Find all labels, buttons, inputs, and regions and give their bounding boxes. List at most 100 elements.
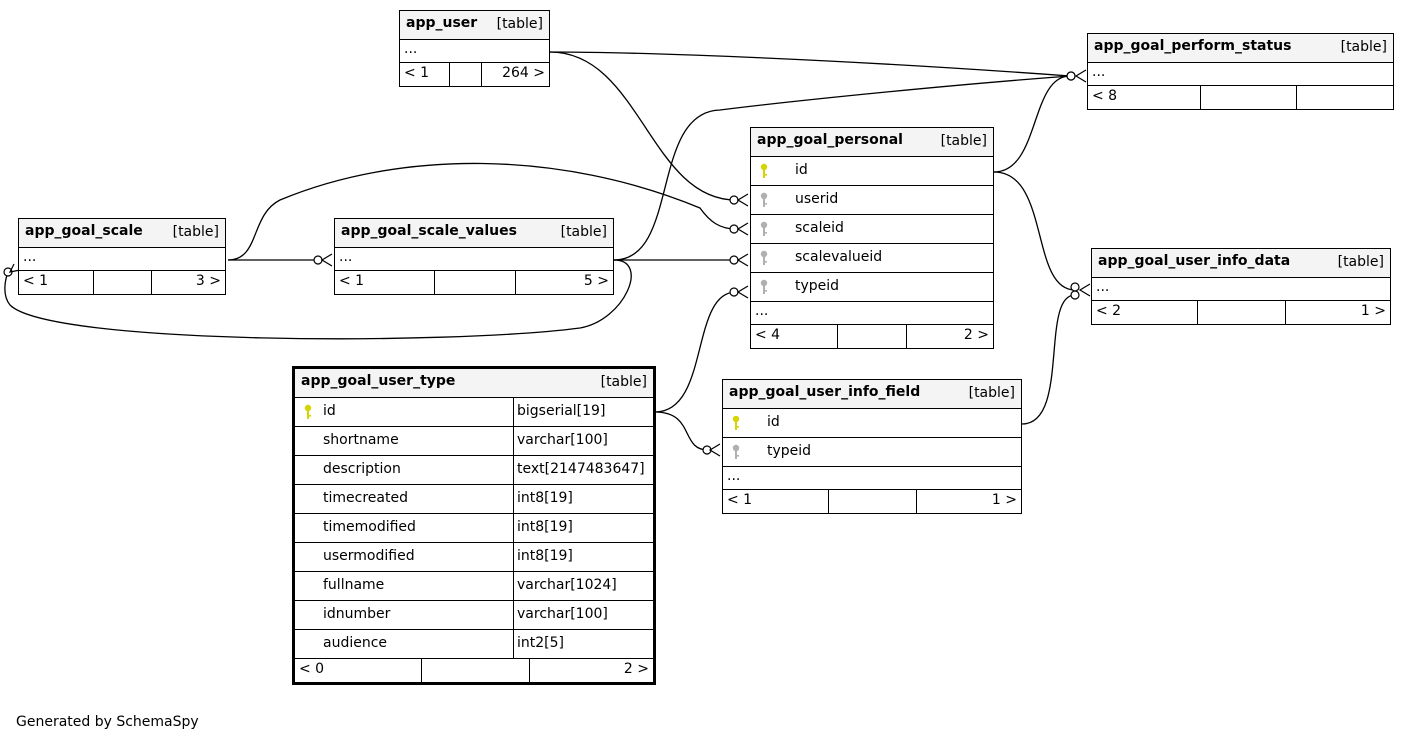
column-type: int8[19]	[517, 548, 573, 564]
ellipsis: ...	[755, 303, 769, 319]
edge-personal-perform-status	[993, 75, 1071, 173]
column-row-description[interactable]: description text[2147483647]	[295, 456, 653, 485]
table-type: [table]	[968, 385, 1015, 401]
table-footer: < 8	[1088, 86, 1393, 109]
table-header: app_goal_user_info_data [table]	[1092, 249, 1390, 278]
parent-count: < 1	[339, 273, 365, 289]
table-type: [table]	[1337, 254, 1384, 270]
column-row-idnumber[interactable]: idnumber varchar[100]	[295, 601, 653, 630]
column-row-id[interactable]: id bigserial[19]	[295, 398, 653, 427]
column-name: shortname	[323, 432, 399, 448]
table-app-goal-user-info-field[interactable]: app_goal_user_info_field [table] id type…	[722, 379, 1022, 514]
optional-circle	[729, 224, 739, 234]
crowfoot	[1078, 283, 1091, 297]
foreign-key-icon	[760, 192, 768, 207]
table-app-user[interactable]: app_user [table] ... < 1 264 >	[399, 10, 550, 87]
column-type: int2[5]	[517, 635, 564, 651]
parent-count: < 0	[299, 661, 325, 677]
table-app-goal-scale-values[interactable]: app_goal_scale_values [table] ... < 1 5 …	[334, 218, 614, 295]
child-count: 5 >	[583, 273, 609, 289]
ellipsis: ...	[404, 41, 418, 57]
column-row-shortname[interactable]: shortname varchar[100]	[295, 427, 653, 456]
parent-count: < 1	[404, 65, 430, 81]
crowfoot	[8, 263, 21, 273]
column-type: varchar[1024]	[517, 577, 617, 593]
table-type: [table]	[496, 16, 543, 32]
optional-circle	[729, 195, 739, 205]
column-row-typeid[interactable]: typeid	[723, 438, 1021, 467]
column-name: idnumber	[323, 606, 391, 622]
table-header: app_goal_perform_status [table]	[1088, 34, 1393, 63]
column-row-timecreated[interactable]: timecreated int8[19]	[295, 485, 653, 514]
parent-count: < 4	[755, 327, 781, 343]
table-app-goal-user-type[interactable]: app_goal_user_type [table] id bigserial[…	[292, 366, 656, 685]
optional-circle	[1066, 71, 1076, 81]
column-name: typeid	[795, 278, 840, 294]
column-type: bigserial[19]	[517, 403, 606, 419]
column-name: id	[323, 403, 336, 419]
table-app-goal-scale[interactable]: app_goal_scale [table] ... < 1 3 >	[18, 218, 226, 295]
table-type: [table]	[600, 374, 647, 390]
optional-circle	[729, 255, 739, 265]
child-count: 1 >	[991, 492, 1017, 508]
edge-scale-personal	[227, 162, 737, 261]
parent-count: < 1	[727, 492, 753, 508]
table-app-goal-perform-status[interactable]: app_goal_perform_status [table] ... < 8	[1087, 33, 1394, 110]
column-type: varchar[100]	[517, 432, 608, 448]
column-type: varchar[100]	[517, 606, 608, 622]
column-row-id[interactable]: id	[751, 157, 993, 186]
edge-user-type-info-field	[654, 411, 709, 451]
column-name: scalevalueid	[795, 249, 883, 265]
table-header: app_goal_scale_values [table]	[335, 219, 613, 248]
crowfoot	[736, 193, 749, 207]
column-name: audience	[323, 635, 388, 651]
column-row-scaleid[interactable]: scaleid	[751, 215, 993, 244]
more-columns-row: ...	[335, 248, 613, 271]
crowfoot	[1074, 69, 1087, 83]
table-header: app_user [table]	[400, 11, 549, 40]
edge-scale-values-scale	[4, 259, 632, 340]
column-row-typeid[interactable]: typeid	[751, 273, 993, 302]
crowfoot	[736, 222, 749, 236]
table-type: [table]	[560, 224, 607, 240]
child-count: 3 >	[195, 273, 221, 289]
column-name: typeid	[767, 443, 812, 459]
table-footer: < 1 3 >	[19, 271, 225, 294]
column-row-userid[interactable]: userid	[751, 186, 993, 215]
table-header: app_goal_personal [table]	[751, 128, 993, 157]
column-row-fullname[interactable]: fullname varchar[1024]	[295, 572, 653, 601]
column-row-timemodified[interactable]: timemodified int8[19]	[295, 514, 653, 543]
column-row-usermodified[interactable]: usermodified int8[19]	[295, 543, 653, 572]
table-footer: < 2 1 >	[1092, 301, 1390, 324]
generator-credit: Generated by SchemaSpy	[16, 714, 199, 730]
column-row-scalevalueid[interactable]: scalevalueid	[751, 244, 993, 273]
more-columns-row: ...	[19, 248, 225, 271]
primary-key-icon	[760, 163, 768, 178]
column-row-id[interactable]: id	[723, 409, 1021, 438]
table-header: app_goal_scale [table]	[19, 219, 225, 248]
crowfoot	[736, 253, 749, 267]
ellipsis: ...	[23, 249, 37, 265]
more-columns-row: ...	[400, 40, 549, 63]
ellipsis: ...	[1092, 64, 1106, 80]
optional-circle	[1070, 290, 1080, 300]
child-count: 1 >	[1360, 303, 1386, 319]
crowfoot	[320, 253, 333, 267]
table-app-goal-personal[interactable]: app_goal_personal [table] id userid scal…	[750, 127, 994, 349]
column-name: timecreated	[323, 490, 408, 506]
table-type: [table]	[1340, 39, 1387, 55]
ellipsis: ...	[727, 468, 741, 484]
optional-circle	[313, 255, 323, 265]
column-type: int8[19]	[517, 519, 573, 535]
column-name: id	[795, 162, 808, 178]
table-name: app_goal_user_info_data	[1098, 253, 1291, 269]
column-name: userid	[795, 191, 839, 207]
foreign-key-icon	[760, 221, 768, 236]
foreign-key-icon	[760, 279, 768, 294]
table-type: [table]	[172, 224, 219, 240]
table-footer: < 4 2 >	[751, 325, 993, 348]
column-row-audience[interactable]: audience int2[5]	[295, 630, 653, 659]
table-app-goal-user-info-data[interactable]: app_goal_user_info_data [table] ... < 2 …	[1091, 248, 1391, 325]
child-count: 2 >	[623, 661, 649, 677]
parent-count: < 8	[1092, 88, 1118, 104]
